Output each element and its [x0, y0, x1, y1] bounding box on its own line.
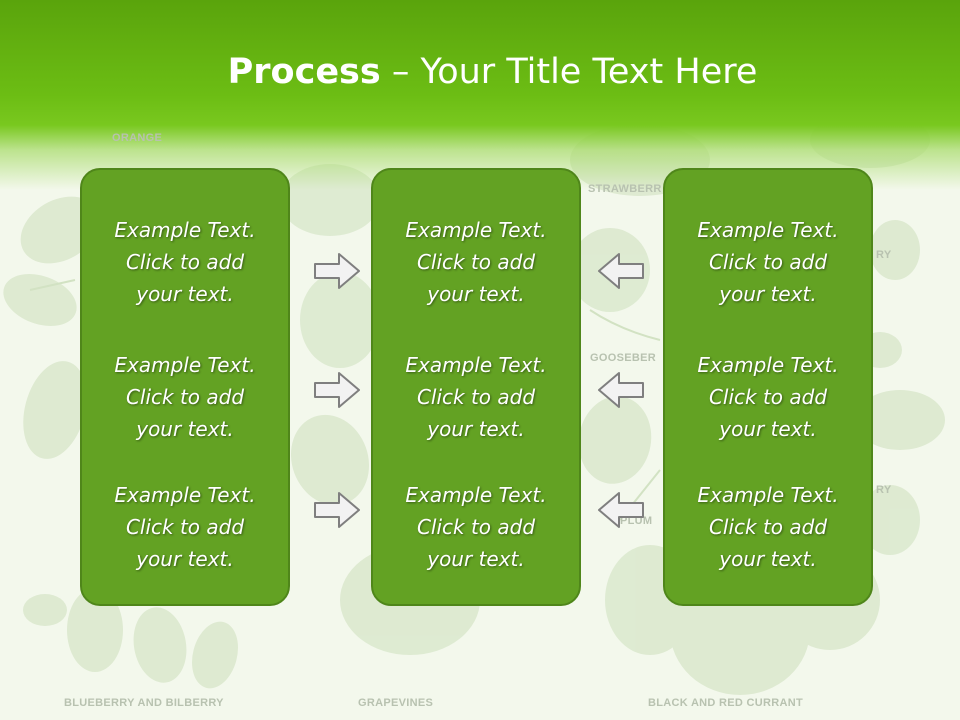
label-raspberry: RY: [876, 249, 892, 261]
text-line: Click to add: [416, 515, 536, 539]
text-line: Example Text.: [114, 353, 256, 377]
text-line: Click to add: [708, 385, 828, 409]
text-line: your text.: [136, 417, 234, 441]
title-bold: Process: [227, 52, 381, 92]
text-block[interactable]: Example Text. Click to add your text.: [82, 349, 288, 445]
text-block[interactable]: Example Text. Click to add your text.: [665, 214, 871, 310]
arrow-left-icon[interactable]: [597, 370, 645, 410]
text-block[interactable]: Example Text. Click to add your text.: [82, 479, 288, 575]
arrow-right-icon[interactable]: [313, 490, 361, 530]
label-gooseberry: GOOSEBER: [590, 352, 656, 364]
text-line: Click to add: [125, 385, 245, 409]
text-line: Example Text.: [697, 218, 839, 242]
text-line: Click to add: [708, 515, 828, 539]
text-line: Click to add: [416, 385, 536, 409]
panel-left[interactable]: Example Text. Click to add your text. Ex…: [80, 168, 290, 606]
slide-title[interactable]: Process – Your Title Text Here: [0, 52, 960, 92]
label-currant: BLACK AND RED CURRANT: [648, 697, 803, 709]
text-line: Example Text.: [405, 483, 547, 507]
label-strawberry: STRAWBERR: [588, 183, 662, 195]
text-block[interactable]: Example Text. Click to add your text.: [373, 479, 579, 575]
text-block[interactable]: Example Text. Click to add your text.: [665, 349, 871, 445]
text-block[interactable]: Example Text. Click to add your text.: [373, 349, 579, 445]
text-line: your text.: [719, 417, 817, 441]
label-grapevines: GRAPEVINES: [358, 697, 434, 709]
label-blueberry: BLUEBERRY AND BILBERRY: [64, 697, 224, 709]
panel-middle[interactable]: Example Text. Click to add your text. Ex…: [371, 168, 581, 606]
text-line: Example Text.: [405, 218, 547, 242]
arrow-right-icon[interactable]: [313, 370, 361, 410]
text-line: Click to add: [125, 515, 245, 539]
arrow-right-icon[interactable]: [313, 251, 361, 291]
text-block[interactable]: Example Text. Click to add your text.: [82, 214, 288, 310]
text-line: your text.: [427, 282, 525, 306]
text-block[interactable]: Example Text. Click to add your text.: [373, 214, 579, 310]
title-dash: –: [380, 52, 421, 92]
title-rest: Your Title Text Here: [420, 52, 758, 92]
text-line: your text.: [719, 547, 817, 571]
label-blackberry: RY: [876, 484, 892, 496]
text-line: Example Text.: [697, 483, 839, 507]
text-line: Example Text.: [405, 353, 547, 377]
text-line: your text.: [427, 417, 525, 441]
text-line: your text.: [427, 547, 525, 571]
text-line: your text.: [136, 282, 234, 306]
text-line: Example Text.: [697, 353, 839, 377]
arrow-left-icon[interactable]: [597, 490, 645, 530]
text-line: Example Text.: [114, 483, 256, 507]
text-line: Example Text.: [114, 218, 256, 242]
panel-right[interactable]: Example Text. Click to add your text. Ex…: [663, 168, 873, 606]
text-line: your text.: [719, 282, 817, 306]
text-block[interactable]: Example Text. Click to add your text.: [665, 479, 871, 575]
title-bar: [0, 0, 960, 190]
text-line: Click to add: [708, 250, 828, 274]
text-line: Click to add: [416, 250, 536, 274]
text-line: Click to add: [125, 250, 245, 274]
arrow-left-icon[interactable]: [597, 251, 645, 291]
label-orange: ORANGE: [112, 132, 163, 144]
text-line: your text.: [136, 547, 234, 571]
